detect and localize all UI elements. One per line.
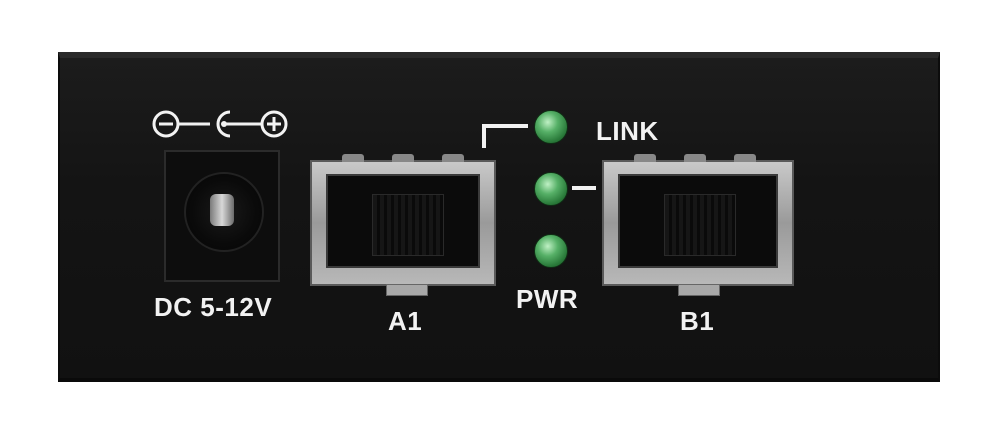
sfp-cage-opening (618, 174, 778, 268)
power-led-label: PWR (516, 284, 579, 314)
link-led-b1 (534, 172, 568, 206)
link-led-label: LINK (596, 116, 659, 146)
sfp-latch-tab (678, 284, 720, 296)
sfp-clip (392, 154, 414, 162)
sfp-cage-opening (326, 174, 480, 268)
sfp-port-a1[interactable] (310, 154, 496, 296)
power-input-label: DC 5-12V (154, 292, 273, 322)
dc-jack-pin (210, 194, 234, 226)
sfp-clip (342, 154, 364, 162)
sfp-clip (634, 154, 656, 162)
sfp-clip (684, 154, 706, 162)
power-led (534, 234, 568, 268)
port-a1-label: A1 (388, 306, 423, 336)
link-indicator-line (482, 124, 486, 148)
link-indicator-line (572, 186, 596, 190)
polarity-icon (152, 110, 288, 138)
dc-power-jack[interactable] (164, 150, 280, 282)
port-b1-label: B1 (680, 306, 715, 336)
sfp-port-b1[interactable] (602, 154, 794, 296)
sfp-connector (664, 194, 736, 256)
sfp-latch-tab (386, 284, 428, 296)
sfp-clip (442, 154, 464, 162)
link-indicator-line (482, 124, 528, 128)
sfp-clip (734, 154, 756, 162)
link-led-a1 (534, 110, 568, 144)
sfp-connector (372, 194, 444, 256)
